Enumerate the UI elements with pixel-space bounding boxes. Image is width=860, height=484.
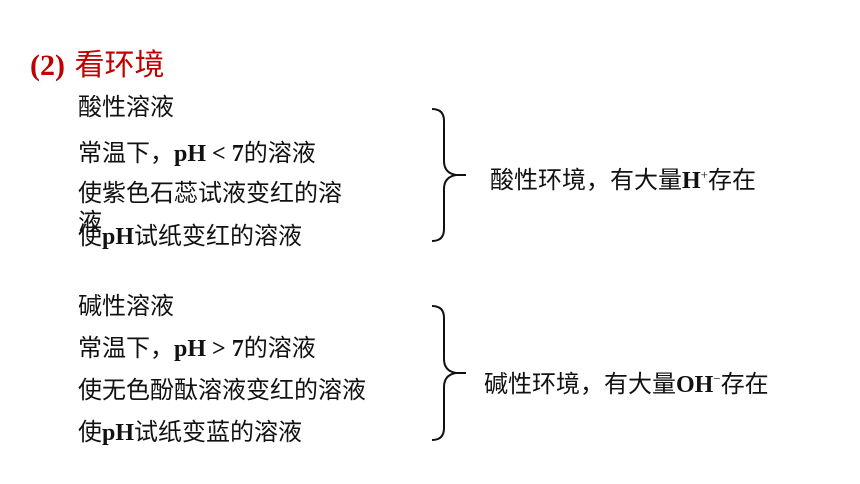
- heading-text: 看环境: [74, 48, 165, 83]
- acid-line-3-wrap: 液: [78, 208, 102, 236]
- base-brace: [431, 305, 466, 441]
- acid-conclusion: 酸性环境，有大量H+存在: [490, 166, 757, 194]
- base-line-2: 常温下，pH > 7的溶液: [78, 334, 316, 362]
- acid-brace: [431, 108, 466, 242]
- acid-line-1: 酸性溶液: [78, 93, 174, 121]
- base-line-3: 使无色酚酞溶液变红的溶液: [78, 376, 366, 404]
- hydroxide-ion: OH: [676, 372, 714, 398]
- acid-line-4: 使pH试纸变红的溶液: [78, 222, 303, 250]
- heading-number: (2): [30, 49, 65, 82]
- base-conclusion: 碱性环境，有大量OH−存在: [484, 370, 769, 398]
- acid-line-2: 常温下，pH < 7的溶液: [78, 139, 316, 167]
- base-line-4: 使pH试纸变蓝的溶液: [78, 418, 303, 446]
- hydrogen-ion: H: [682, 168, 701, 194]
- acid-line-3: 使紫色石蕊试液变红的溶: [78, 179, 342, 207]
- base-line-1: 碱性溶液: [78, 292, 174, 320]
- section-heading: (2) 看环境: [30, 40, 165, 84]
